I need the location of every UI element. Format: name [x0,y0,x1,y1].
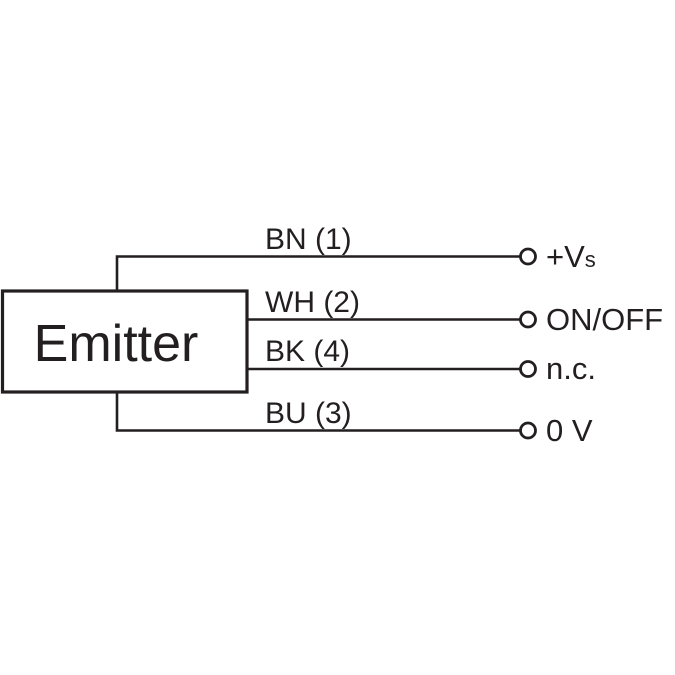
terminal-dot-vs[interactable] [519,247,537,266]
wire-label-wh: WH (2) [265,286,360,319]
terminal-label-vs: +Vs [546,239,596,274]
terminal-dot-nc[interactable] [519,360,537,378]
terminal-label-vs-main: +V [546,239,585,274]
wire-label-bn: BN (1) [265,223,352,256]
terminal-dot-onoff[interactable] [519,310,537,329]
wire-label-bk: BK (4) [265,335,350,368]
emitter-box [0,289,249,394]
emitter-label: Emitter [34,315,199,373]
wire-path-bn [115,255,523,293]
terminal-label-nc: n.c. [546,351,596,386]
terminal-label-onoff: ON/OFF [546,302,663,337]
terminal-label-0v: 0 V [546,413,593,448]
wire-label-bu: BU (3) [265,397,352,430]
terminal-dot-0v[interactable] [519,421,537,440]
terminal-label-vs-subscript: s [585,247,596,272]
wire-path-bu [115,390,523,432]
